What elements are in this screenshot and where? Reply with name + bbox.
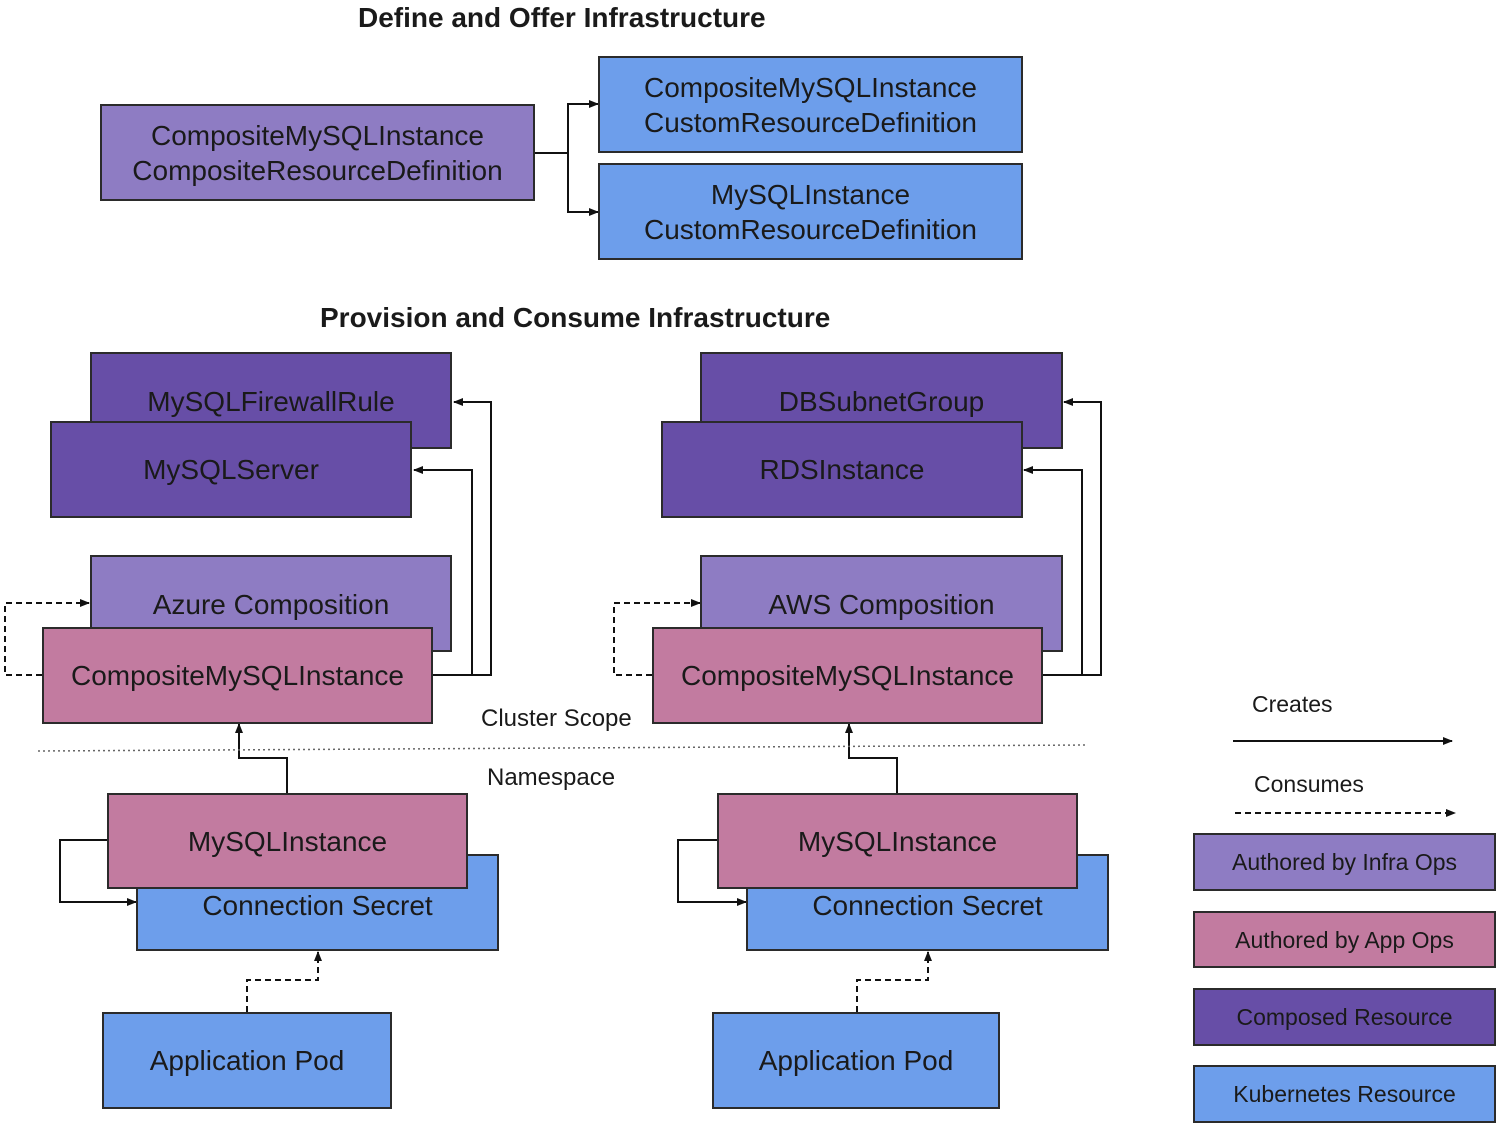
mysql-server-label: MySQLServer: [143, 454, 319, 485]
provision-section-title: Provision and Consume Infrastructure: [320, 302, 831, 333]
aws-mysql-instance-claim-box[interactable]: MySQLInstance: [717, 793, 1078, 889]
namespace-label: Namespace: [487, 764, 616, 791]
aws-consumes-composition-line: [613, 599, 701, 676]
legend-composed-label: Composed Resource: [1236, 1004, 1453, 1030]
composite-crd-box[interactable]: CompositeMySQLInstance CustomResourceDef…: [598, 56, 1023, 153]
define-section-title: Define and Offer Infrastructure: [358, 2, 766, 33]
composite-crd-line2: CustomResourceDefinition: [643, 106, 978, 138]
composite-resource-definition-box[interactable]: CompositeMySQLInstance CompositeResource…: [100, 104, 535, 201]
legend-app-ops: Authored by App Ops: [1193, 911, 1496, 968]
legend-consumes-label: Consumes: [1254, 771, 1364, 797]
azure-application-pod-box[interactable]: Application Pod: [102, 1012, 392, 1109]
azure-consumes-composition-line: [4, 599, 90, 676]
azure-creates-server-line: [413, 466, 473, 676]
scope-divider: [37, 744, 1089, 752]
aws-application-pod-box[interactable]: Application Pod: [712, 1012, 1000, 1109]
claim-crd-line1: MySQLInstance: [710, 178, 911, 210]
azure-pod-consumes-secret-line: [246, 951, 322, 1012]
legend-kubernetes: Kubernetes Resource: [1193, 1065, 1496, 1123]
db-subnet-group-label: DBSubnetGroup: [778, 386, 985, 417]
rds-instance-label: RDSInstance: [759, 454, 925, 485]
rds-instance-box[interactable]: RDSInstance: [661, 421, 1023, 518]
legend-app-ops-label: Authored by App Ops: [1235, 926, 1454, 953]
legend-composed: Composed Resource: [1193, 988, 1496, 1046]
claim-crd-line2: CustomResourceDefinition: [643, 213, 978, 245]
aws-pod-consumes-secret-line: [856, 951, 932, 1012]
cluster-scope-label: Cluster Scope: [481, 705, 632, 732]
azure-claim-creates-secret-line: [59, 839, 137, 906]
aws-creates-rds-line: [1023, 466, 1083, 676]
azure-claim-creates-composite-line: [235, 723, 288, 793]
composite-crd-line1: CompositeMySQLInstance: [643, 71, 978, 103]
azure-claim-label: MySQLInstance: [187, 825, 388, 857]
legend-creates-label: Creates: [1252, 691, 1333, 717]
aws-composite-mysql-instance-box[interactable]: CompositeMySQLInstance: [652, 627, 1043, 724]
xrd-to-crds-line: [535, 100, 599, 154]
azure-composition-label: Azure Composition: [152, 589, 390, 620]
aws-claim-creates-composite-line: [845, 723, 898, 793]
aws-composite-label: CompositeMySQLInstance: [680, 660, 1015, 691]
aws-composition-label: AWS Composition: [768, 589, 995, 620]
azure-connection-secret-label: Connection Secret: [202, 890, 433, 921]
aws-claim-creates-secret-line: [677, 839, 747, 906]
aws-claim-label: MySQLInstance: [797, 825, 998, 857]
azure-composite-label: CompositeMySQLInstance: [70, 660, 405, 691]
xrd-line2: CompositeResourceDefinition: [132, 154, 503, 186]
legend-infra-ops-label: Authored by Infra Ops: [1231, 849, 1457, 875]
aws-application-pod-label: Application Pod: [758, 1045, 954, 1076]
xrd-line1: CompositeMySQLInstance: [150, 119, 485, 151]
azure-application-pod-label: Application Pod: [149, 1045, 345, 1076]
mysql-server-box[interactable]: MySQLServer: [50, 421, 412, 518]
aws-connection-secret-label: Connection Secret: [812, 890, 1043, 921]
xrd-to-claim-crd-line: [567, 153, 599, 216]
azure-composite-mysql-instance-box[interactable]: CompositeMySQLInstance: [42, 627, 433, 724]
claim-crd-box[interactable]: MySQLInstance CustomResourceDefinition: [598, 163, 1023, 260]
legend-infra-ops: Authored by Infra Ops: [1193, 833, 1496, 891]
azure-mysql-instance-claim-box[interactable]: MySQLInstance: [107, 793, 468, 889]
legend-kubernetes-label: Kubernetes Resource: [1233, 1081, 1456, 1107]
mysql-firewall-rule-label: MySQLFirewallRule: [147, 386, 395, 417]
